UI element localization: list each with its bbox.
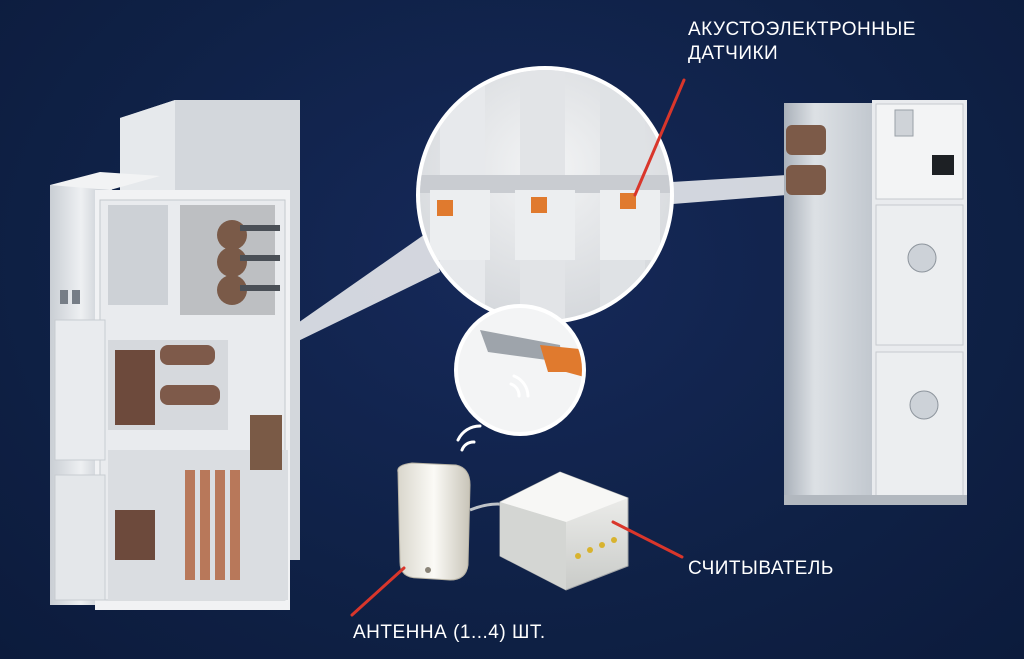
reader-label: СЧИТЫВАТЕЛЬ <box>688 558 834 579</box>
wireless-signal-icon <box>509 374 530 398</box>
sensor-tag <box>437 193 636 216</box>
callout-line-reader <box>611 520 684 559</box>
switchgear-cabinet-open <box>50 100 300 610</box>
sensors-label-line1: АКУСТОЭЛЕКТРОННЫЕ <box>688 19 916 40</box>
zoom-cone-right <box>655 175 787 205</box>
reader-device <box>469 471 629 591</box>
wireless-signal-icon <box>456 424 482 452</box>
sensors-label-line2: ДАТЧИКИ <box>688 43 779 64</box>
antenna-label: АНТЕННА (1...4) ШТ. <box>353 622 546 643</box>
switchgear-cabinet-closed <box>784 100 967 505</box>
callout-lines <box>350 78 686 617</box>
callout-line-antenna <box>350 566 406 617</box>
sensors-label: АКУСТОЭЛЕКТРОННЫЕ ДАТЧИКИ <box>688 18 916 66</box>
callout-line-sensors <box>633 78 686 197</box>
antenna-device <box>397 462 471 581</box>
